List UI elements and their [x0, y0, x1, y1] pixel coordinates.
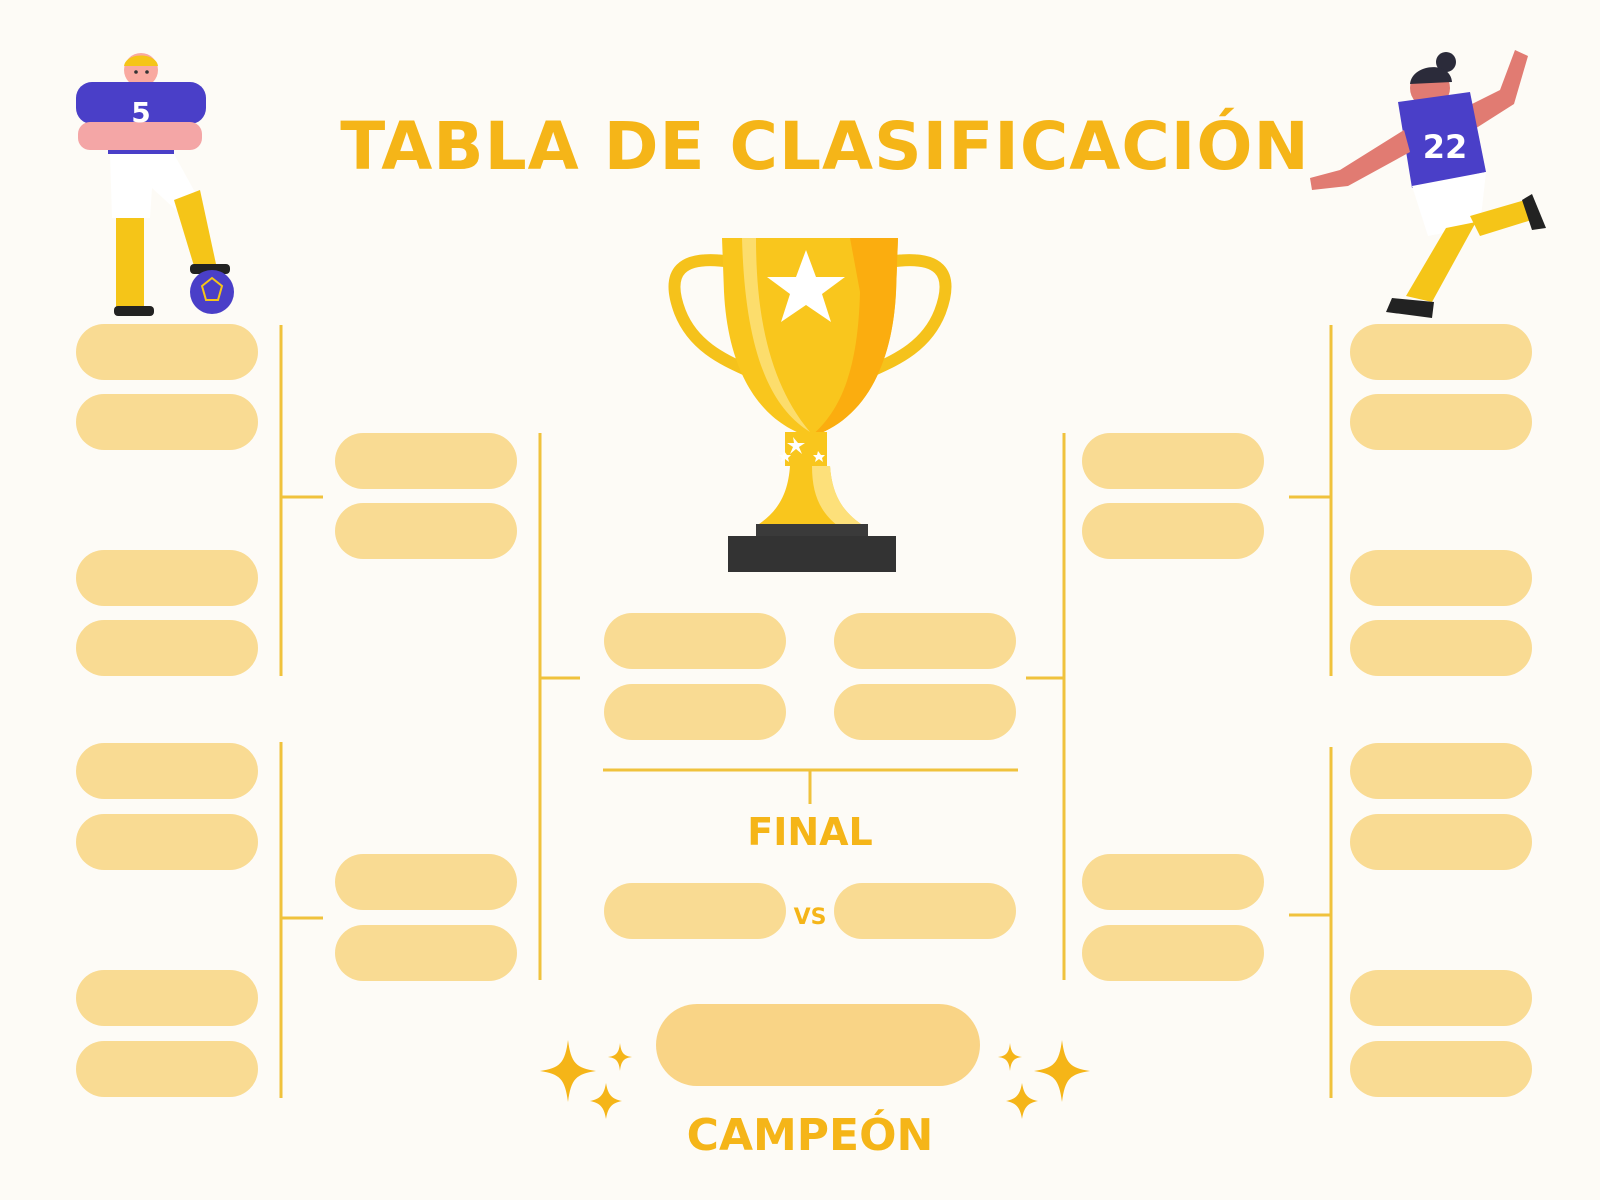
slot-left-r2-2[interactable]	[335, 503, 517, 559]
right-player-illustration	[1310, 50, 1546, 318]
right-jersey-number: 22	[1422, 128, 1468, 166]
sparkle-icon	[998, 1040, 1090, 1119]
slot-semi-right-1[interactable]	[834, 613, 1016, 669]
slot-left-r1-5[interactable]	[76, 743, 258, 799]
slot-right-r1-4[interactable]	[1350, 620, 1532, 676]
slot-left-r2-4[interactable]	[335, 925, 517, 981]
slot-right-r1-7[interactable]	[1350, 970, 1532, 1026]
slot-right-r1-8[interactable]	[1350, 1041, 1532, 1097]
slot-right-r2-2[interactable]	[1082, 503, 1264, 559]
slot-left-r2-3[interactable]	[335, 854, 517, 910]
champion-label: CAMPEÓN	[686, 1110, 934, 1161]
left-player-illustration	[76, 53, 234, 316]
slot-semi-left-2[interactable]	[604, 684, 786, 740]
slot-left-r1-7[interactable]	[76, 970, 258, 1026]
slot-left-r1-8[interactable]	[76, 1041, 258, 1097]
slot-semi-right-2[interactable]	[834, 684, 1016, 740]
slot-right-r2-4[interactable]	[1082, 925, 1264, 981]
sparkle-icon	[540, 1040, 632, 1119]
slot-left-r1-1[interactable]	[76, 324, 258, 380]
slot-left-r1-3[interactable]	[76, 550, 258, 606]
slot-right-r2-1[interactable]	[1082, 433, 1264, 489]
slot-right-r2-3[interactable]	[1082, 854, 1264, 910]
slot-right-r1-3[interactable]	[1350, 550, 1532, 606]
slot-right-r1-1[interactable]	[1350, 324, 1532, 380]
slot-right-r1-5[interactable]	[1350, 743, 1532, 799]
left-jersey-number: 5	[131, 96, 151, 129]
slot-left-r1-2[interactable]	[76, 394, 258, 450]
slot-final-right[interactable]	[834, 883, 1016, 939]
slot-right-r1-2[interactable]	[1350, 394, 1532, 450]
slot-left-r1-6[interactable]	[76, 814, 258, 870]
trophy-icon	[668, 238, 952, 572]
slot-final-left[interactable]	[604, 883, 786, 939]
slot-semi-left-1[interactable]	[604, 613, 786, 669]
final-label: FINAL	[747, 810, 873, 854]
slot-champion[interactable]	[656, 1004, 980, 1086]
slot-right-r1-6[interactable]	[1350, 814, 1532, 870]
slot-left-r1-4[interactable]	[76, 620, 258, 676]
page-title: TABLA DE CLASIFICACIÓN	[340, 108, 1310, 185]
slot-left-r2-1[interactable]	[335, 433, 517, 489]
vs-label: VS	[793, 905, 827, 930]
